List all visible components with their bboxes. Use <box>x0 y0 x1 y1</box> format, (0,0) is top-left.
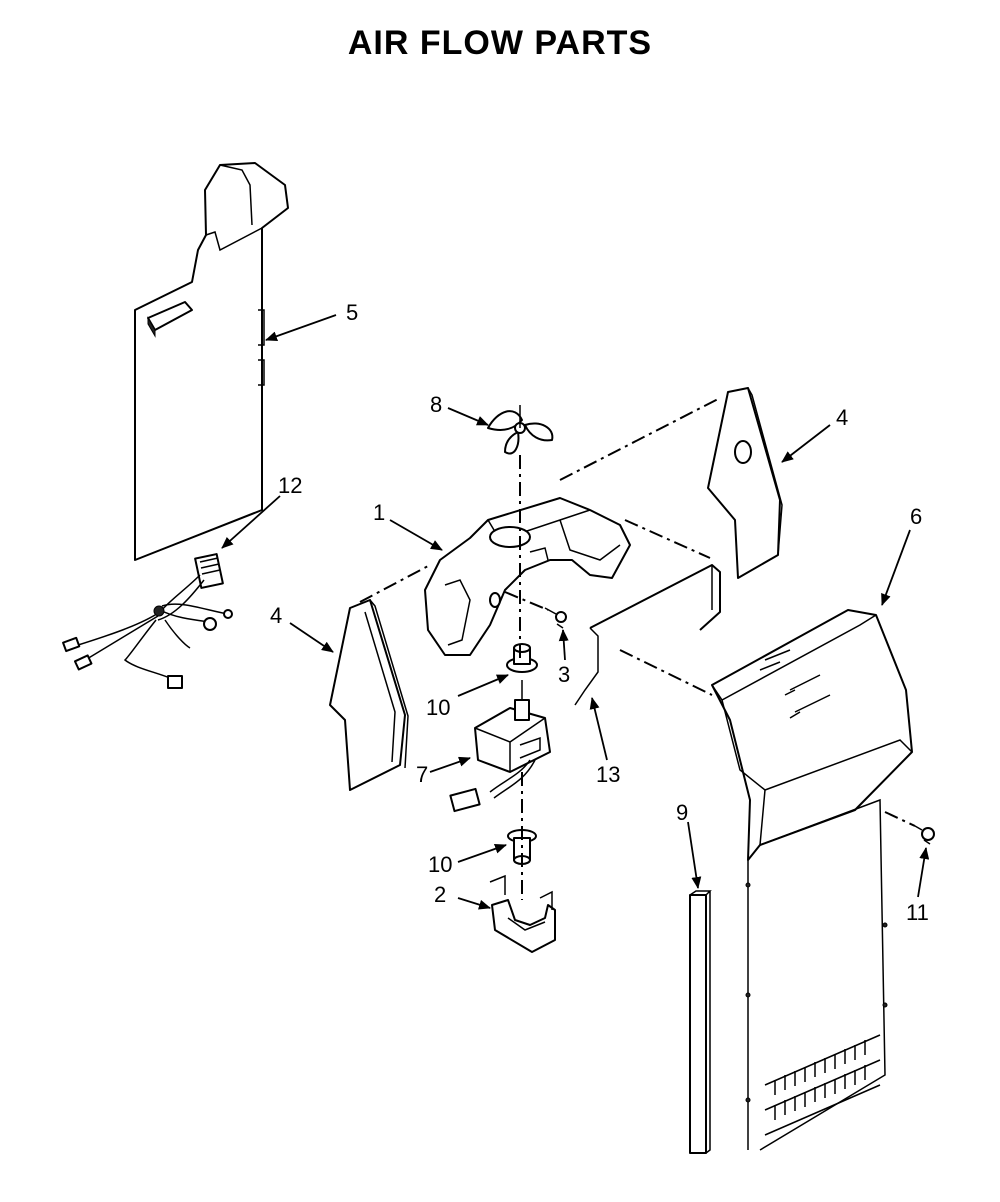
part-3-screw <box>544 607 567 629</box>
rear-liner-panel <box>745 798 888 1151</box>
callout-4-left: 4 <box>270 603 282 628</box>
part-6-fan-cover <box>711 609 913 861</box>
part-1-fan-housing <box>424 497 631 656</box>
callout-3: 3 <box>558 662 570 687</box>
callout-5: 5 <box>346 300 358 325</box>
callout-12: 12 <box>278 473 302 498</box>
callout-13: 13 <box>596 762 620 787</box>
part-5-air-duct-panel <box>134 162 289 561</box>
part-8-fan-blade <box>487 405 554 455</box>
callout-7: 7 <box>416 762 428 787</box>
part-9-seal-strip <box>689 890 712 1154</box>
callout-4-right: 4 <box>836 405 848 430</box>
callout-10-lower: 10 <box>428 852 452 877</box>
callout-10-upper: 10 <box>426 695 450 720</box>
part-4-right-baffle <box>707 387 783 579</box>
diagram-title: AIR FLOW PARTS <box>347 24 653 62</box>
part-13-baffle-plate <box>574 564 721 706</box>
callout-1: 1 <box>373 500 385 525</box>
part-10-upper-grommet <box>506 643 538 673</box>
callout-6: 6 <box>910 504 922 529</box>
part-4-left-baffle <box>329 599 409 791</box>
callout-11: 11 <box>906 900 929 925</box>
alignment-lines <box>359 397 916 900</box>
callout-2: 2 <box>434 882 446 907</box>
part-7-fan-motor <box>449 680 551 813</box>
leader-lines <box>221 314 930 910</box>
part-12-wire-harness <box>62 553 233 689</box>
callout-8: 8 <box>430 392 442 417</box>
callout-9: 9 <box>676 800 688 825</box>
part-11-screw <box>914 825 935 845</box>
part-2-motor-bracket <box>489 874 556 953</box>
